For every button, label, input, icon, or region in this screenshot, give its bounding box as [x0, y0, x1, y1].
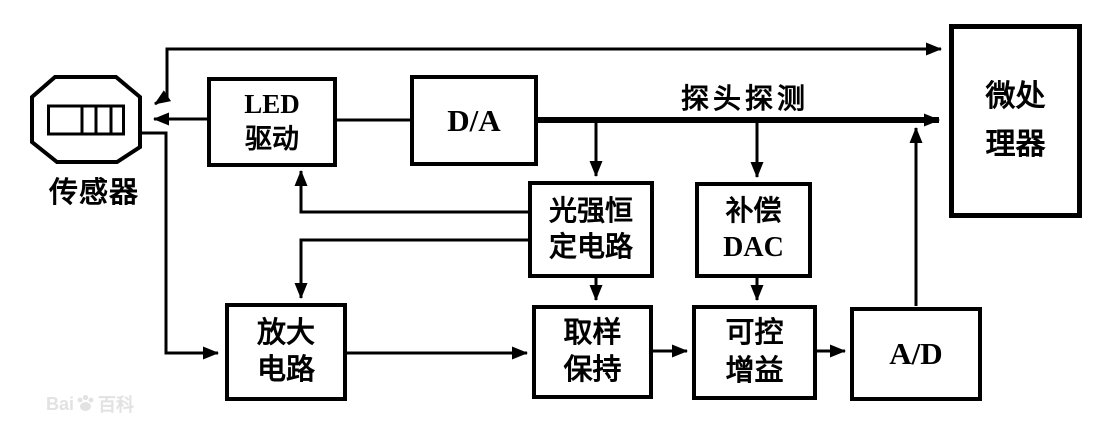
connector-sensor-amp	[140, 131, 219, 360]
node-comp-dac-line1: 补偿	[725, 196, 782, 228]
node-ad-converter: A/D	[850, 307, 982, 401]
node-mcu-line1: 微处	[985, 80, 1046, 113]
node-var-gain-line2: 增益	[725, 354, 784, 387]
node-mcu-line2: 理器	[985, 128, 1046, 161]
node-da-label: D/A	[447, 102, 501, 138]
connector-light-const-led-driver	[294, 170, 528, 214]
node-sample-hold-line1: 取样	[563, 316, 622, 349]
node-led-driver-line1: LED	[244, 89, 300, 120]
node-light-const-line1: 光强恒	[548, 195, 633, 227]
connector-light-const-amp	[294, 238, 528, 299]
sensor-label: 传感器	[48, 177, 139, 209]
sensor-icon	[30, 75, 142, 164]
connector-sensor-mcu	[154, 42, 942, 106]
watermark-suffix: 百科	[98, 395, 135, 415]
bus-label: 探头探测	[680, 84, 809, 115]
node-light-constant-circuit: 光强恒 定电路	[528, 181, 654, 278]
node-sample-hold: 取样 保持	[532, 305, 653, 399]
watermark-prefix: Bai	[46, 393, 75, 414]
node-led-driver-line2: 驱动	[245, 124, 299, 154]
node-sample-hold-line2: 保持	[563, 354, 622, 386]
node-compensation-dac: 补偿 DAC	[695, 182, 812, 278]
node-amplifier-circuit: 放大 电路	[225, 303, 347, 401]
node-amp-line2: 电路	[256, 354, 315, 386]
node-comp-dac-line2: DAC	[723, 232, 784, 263]
node-da-converter: D/A	[410, 75, 538, 166]
node-var-gain-line1: 可控	[725, 317, 784, 350]
watermark: Bai 百科	[46, 391, 134, 417]
node-light-const-line2: 定电路	[548, 231, 633, 263]
paw-icon	[77, 394, 94, 411]
node-variable-gain: 可控 增益	[692, 305, 817, 400]
node-led-driver: LED 驱动	[207, 77, 337, 167]
node-ad-label: A/D	[889, 336, 943, 372]
node-amp-line1: 放大	[256, 316, 315, 349]
node-microprocessor: 微处 理器	[949, 24, 1082, 218]
